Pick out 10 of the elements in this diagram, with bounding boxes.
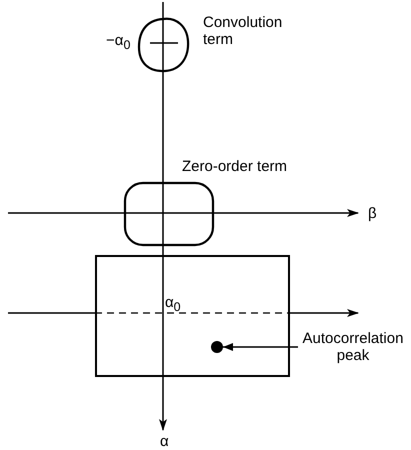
term-label: Zero-order term [182,158,288,175]
term-label: Convolution term [203,14,284,48]
rectangular-region [95,255,290,377]
axis-label: α [160,434,169,450]
peak-dot [211,341,223,353]
leader-arrow [223,343,298,351]
peak-label: Autocorrelation peak [302,330,404,364]
axis-value: −α$_{0}$ [106,33,130,53]
axis-label: β [368,206,377,222]
axis-value: α$_{0}$ [165,295,181,315]
